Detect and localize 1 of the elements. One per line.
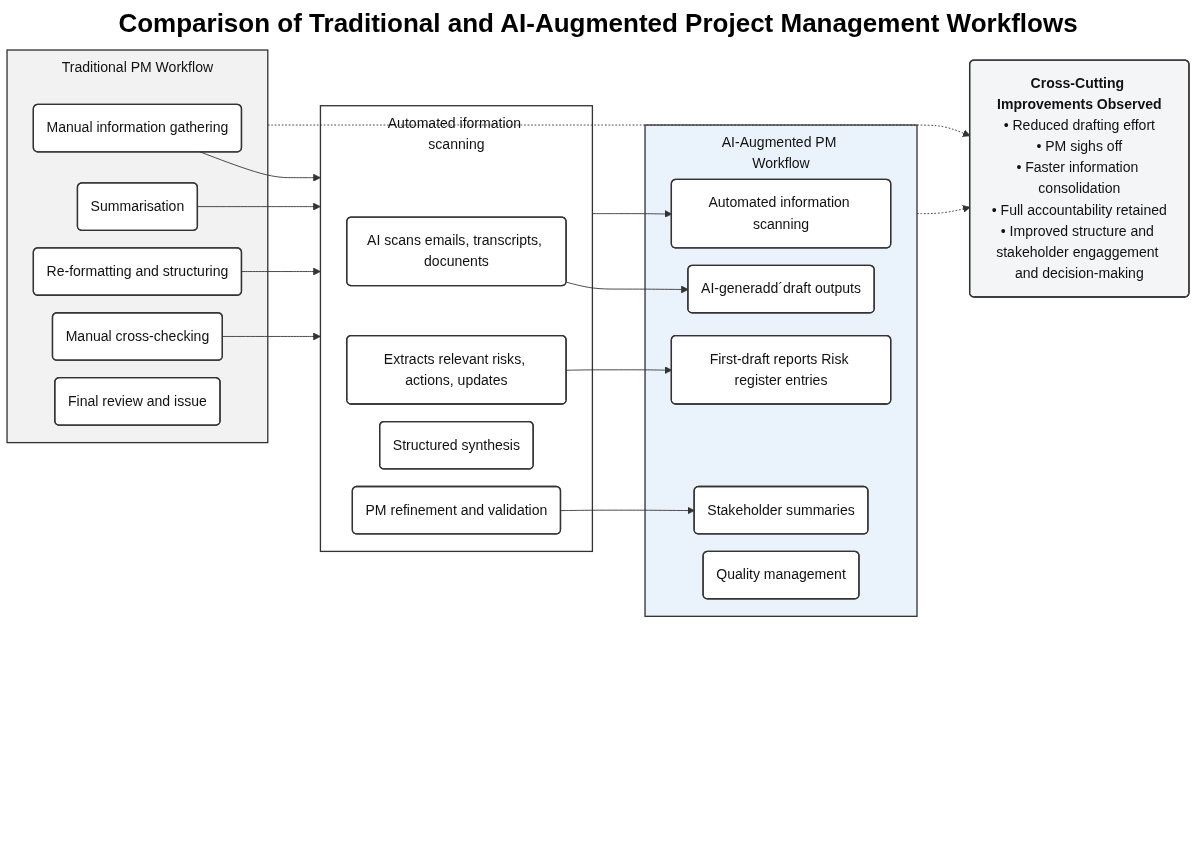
diagram-title: Comparison of Traditional and AI-Augmented Project Management Workflows bbox=[117, 8, 1079, 39]
